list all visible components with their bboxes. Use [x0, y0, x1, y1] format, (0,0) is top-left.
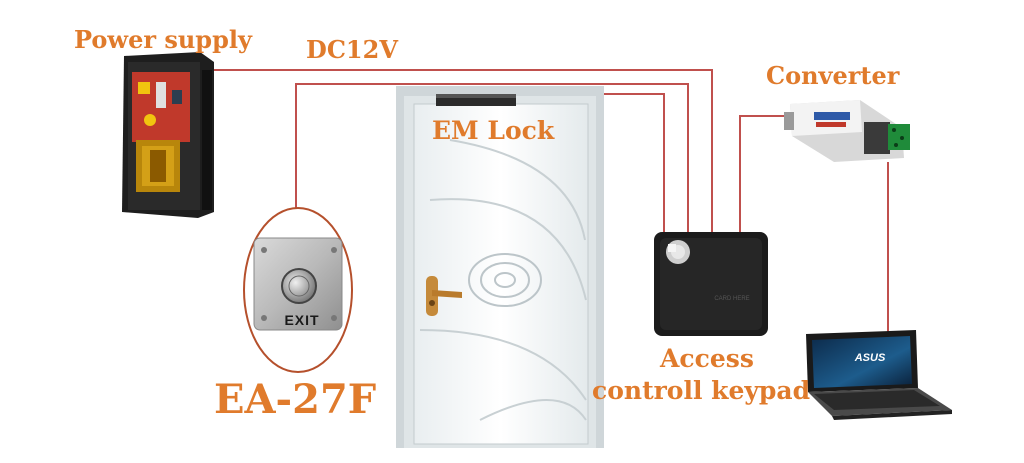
- exit-push-button: [281, 268, 317, 304]
- door: [396, 86, 604, 448]
- em-lock-label: EM Lock: [432, 116, 555, 145]
- access-keypad-device: [654, 232, 768, 336]
- power-supply-box: [122, 52, 214, 218]
- keypad-label: controll keypad: [592, 376, 811, 405]
- laptop: [806, 330, 952, 420]
- wire-power-to-keypad: [210, 69, 713, 232]
- access-label: Access: [660, 344, 754, 373]
- door-flower-ornament: [468, 253, 542, 307]
- wire-exit-to-keypad: [295, 83, 689, 232]
- exit-button-text: EXIT: [284, 312, 320, 328]
- converter-label: Converter: [766, 61, 900, 90]
- card-reader-text: CARD HERE: [714, 296, 750, 302]
- wire-keypad-to-converter: [739, 115, 790, 232]
- highlight-circle: [243, 207, 353, 373]
- converter-device: [784, 100, 910, 162]
- power-supply-label: Power supply: [74, 25, 252, 54]
- door-handle: [426, 276, 462, 316]
- laptop-brand-logo: ASUS: [854, 352, 886, 364]
- exit-button-group: [243, 207, 353, 373]
- dc12v-label: DC12V: [306, 35, 398, 64]
- model-label: EA-27F: [214, 376, 377, 423]
- em-lock: [436, 94, 516, 106]
